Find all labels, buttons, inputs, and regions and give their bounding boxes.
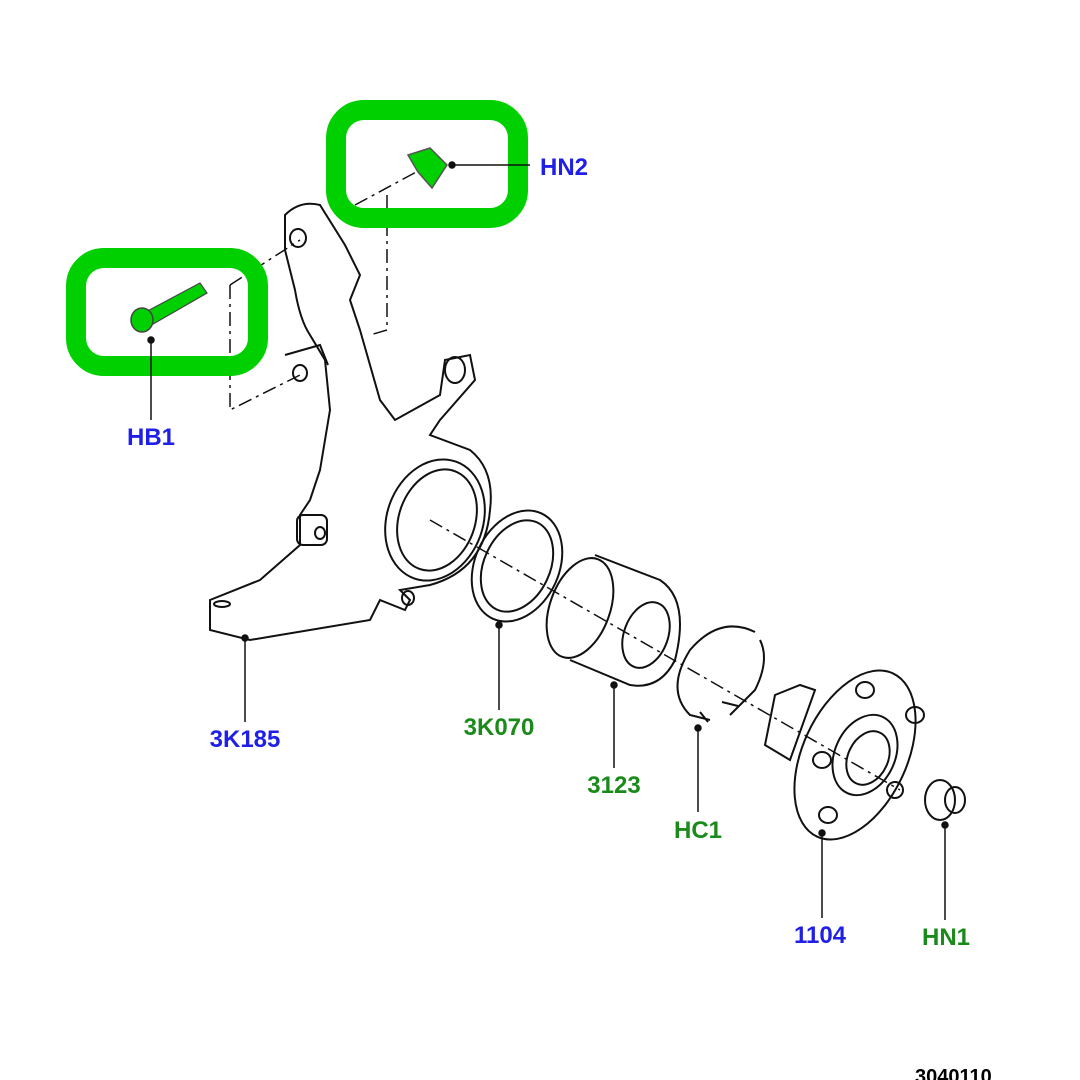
nut-hn2	[406, 147, 448, 190]
part-label-hb1[interactable]: HB1	[126, 424, 176, 451]
bolt-hb1	[130, 282, 208, 333]
wheel-hub-1104	[763, 669, 925, 841]
part-label-1104[interactable]: 1104	[793, 922, 847, 949]
illustration-reference-number: 3040110	[915, 1066, 992, 1080]
highlight-box-hb1	[66, 248, 268, 376]
highlight-box-hn2	[326, 100, 528, 228]
seal-3k070	[470, 509, 564, 623]
part-label-3k070[interactable]: 3K070	[463, 714, 535, 741]
steering-knuckle-3k185	[209, 202, 492, 642]
hub-nut-hn1	[924, 779, 966, 821]
part-label-hc1[interactable]: HC1	[673, 817, 723, 844]
part-label-hn1[interactable]: HN1	[921, 924, 971, 951]
assembly-centerlines	[229, 169, 901, 791]
leader-lines	[147, 161, 949, 920]
part-label-hn2[interactable]: HN2	[539, 154, 589, 181]
wheel-bearing-3123	[545, 554, 681, 687]
wheel-studs	[812, 681, 925, 824]
circlip-hc1	[676, 625, 765, 723]
part-label-3k185[interactable]: 3K185	[209, 726, 281, 753]
part-label-3123[interactable]: 3123	[587, 772, 641, 799]
